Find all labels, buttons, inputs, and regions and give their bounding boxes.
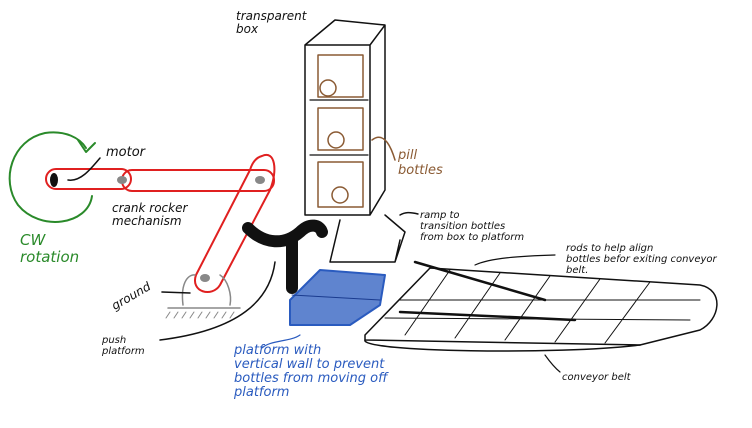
alignment-rod [413,260,547,302]
sketch-stroke [165,311,235,319]
pill-bottle [331,186,349,204]
sketch-stroke [399,211,419,216]
pill-bottle [327,131,345,149]
sketch-stroke [261,334,301,349]
sketch-stroke [159,261,276,341]
label-ramp: ramp to transition bottles from box to p… [420,210,525,243]
arrow-head-icon [77,139,96,153]
coupler-link [121,169,275,192]
rocker-link [193,153,276,294]
conveyor-belt [364,267,718,346]
sketch-stroke [384,269,701,344]
ramp [329,214,406,263]
sketch-stroke [371,136,396,161]
push-arm [242,219,328,294]
sketch-stroke [317,54,364,208]
label-pill-bottles: pill bottles [398,148,443,178]
label-transparent-box: transparent box [236,9,307,36]
sketch-stroke [474,254,556,266]
label-platform: platform with vertical wall to prevent b… [234,343,388,400]
sketch-stroke [161,291,191,294]
crank-link [45,168,132,190]
sketch-stroke [364,339,641,352]
ground-support [181,274,232,306]
sketch-stroke [544,354,561,373]
sketch-stroke [291,294,381,301]
label-cw-rotation: CW rotation [20,231,80,266]
sketch-stroke [200,274,210,282]
label-rods: rods to help align bottles befor exiting… [566,243,717,276]
sketch-stroke [67,157,101,181]
label-motor: motor [106,145,146,160]
label-crank-rocker: crank rocker mechanism [112,201,188,228]
motor-shaft [50,173,58,187]
pill-bottle [319,79,337,97]
sketch-stroke [309,99,369,156]
label-push-platform: push platform [102,335,145,357]
sketch-stroke [255,176,265,184]
sketch-stroke [117,176,127,184]
label-conveyor-belt: conveyor belt [562,372,631,383]
alignment-rod [398,310,577,322]
cw-rotation-arrow [8,131,93,223]
transparent-box [304,19,386,216]
